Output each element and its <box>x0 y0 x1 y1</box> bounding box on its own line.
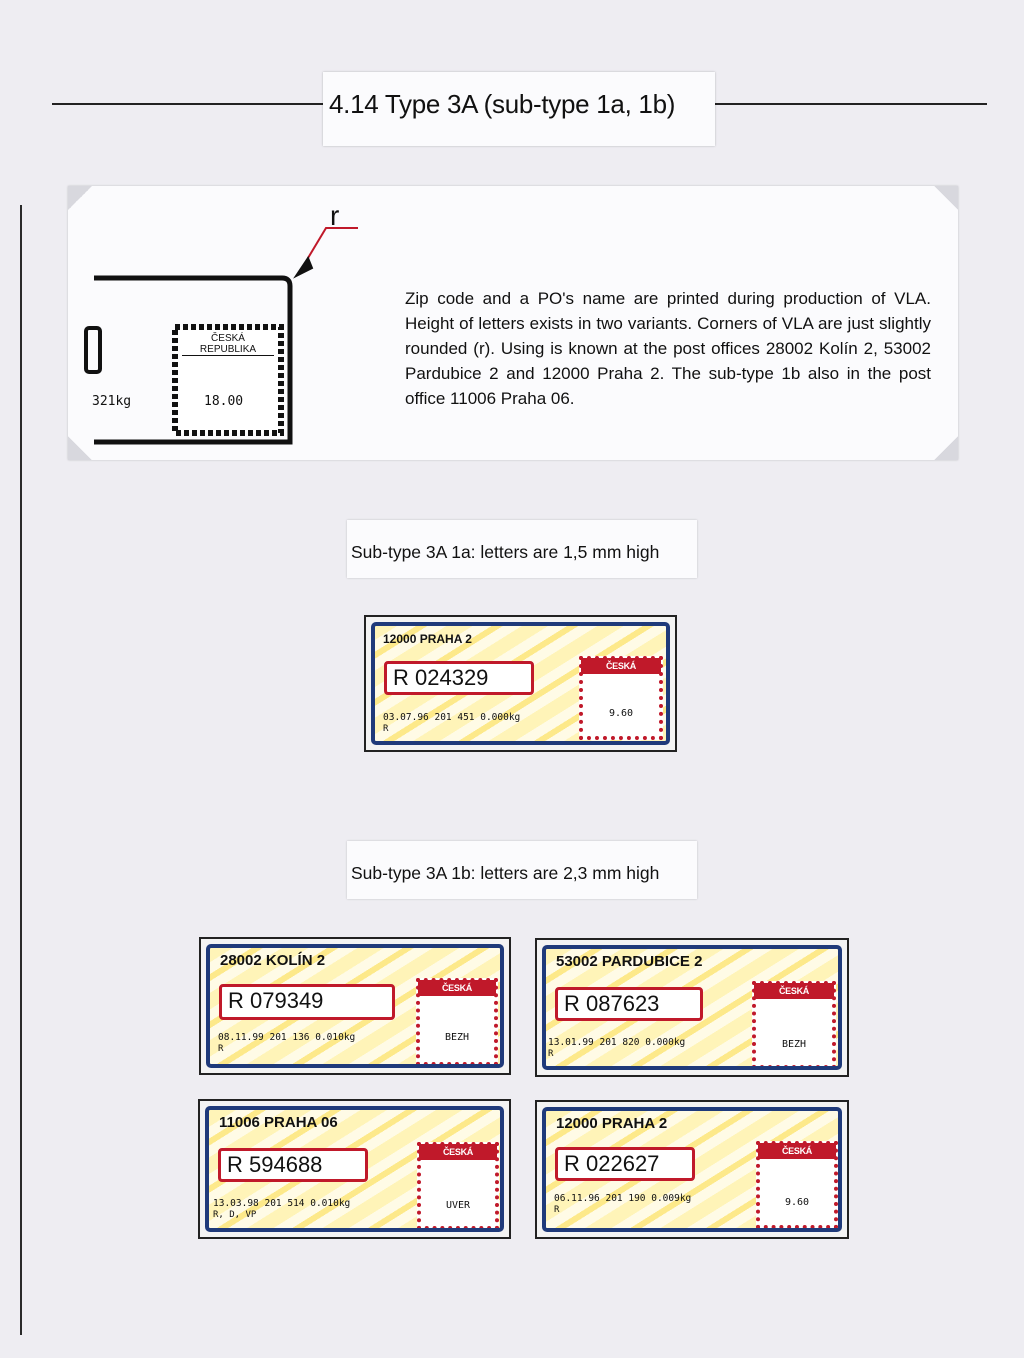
post-office: 12000 PRAHA 2 <box>556 1115 668 1132</box>
stamp-header: ČESKÁ REPUBLIKA <box>419 1144 497 1173</box>
label-outline <box>94 275 293 445</box>
description-card: r ČESKÁ REPUBLIKA 321kg 18.00 Zip code a… <box>68 186 958 460</box>
description-text: Zip code and a PO's name are printed dur… <box>405 289 931 408</box>
label-frame: 28002 KOLÍN 2 R 079349 08.11.99 201 136 … <box>199 937 511 1075</box>
stamp-value: BEZH <box>444 1032 470 1043</box>
print-suffix: R, D, VP <box>213 1210 257 1220</box>
label-frame: 12000 PRAHA 2 R 022627 06.11.96 201 190 … <box>535 1100 849 1239</box>
print-line: 08.11.99 201 136 0.010kg <box>218 1032 356 1043</box>
diagram-amount: 18.00 <box>204 394 244 409</box>
registration-number: R 087623 <box>555 987 703 1021</box>
stamp-value: UVER <box>445 1200 471 1211</box>
stamp-value: 9.60 <box>608 708 634 719</box>
header-rule-left <box>52 103 324 105</box>
print-line: 13.03.98 201 514 0.010kg <box>213 1198 351 1209</box>
vending-label: 12000 PRAHA 2 R 024329 03.07.96 201 451 … <box>371 622 670 745</box>
vending-label: 53002 PARDUBICE 2 R 087623 13.01.99 201 … <box>542 945 842 1070</box>
label-frame: 11006 PRAHA 06 R 594688 13.03.98 201 514… <box>198 1099 511 1239</box>
pointer-line <box>307 227 358 259</box>
caption-1b: Sub-type 3A 1b: letters are 2,3 mm high <box>351 863 660 883</box>
stamp-header: ČESKÁ REPUBLIKA <box>758 1143 836 1172</box>
registration-number: R 594688 <box>218 1148 368 1182</box>
photo-corner <box>934 436 958 460</box>
stamp-header: ČESKÁ REPUBLIKA <box>754 983 834 1012</box>
stamp-value: 9.60 <box>784 1197 810 1208</box>
stamp-field: ČESKÁ REPUBLIKA BEZH <box>752 981 836 1066</box>
label-frame: 12000 PRAHA 2 R 024329 03.07.96 201 451 … <box>364 615 677 752</box>
header-rule-right <box>715 103 987 105</box>
stamp-value: BEZH <box>781 1039 807 1050</box>
print-line: 06.11.96 201 190 0.009kg <box>554 1193 692 1204</box>
diagram-weight: 321kg <box>92 394 132 409</box>
registration-number: R 024329 <box>384 661 534 695</box>
corner-diagram <box>84 227 358 445</box>
post-office: 53002 PARDUBICE 2 <box>556 953 703 970</box>
print-suffix: R <box>218 1044 224 1054</box>
stamp-field: ČESKÁ REPUBLIKA BEZH <box>416 978 498 1064</box>
stamp-header: ČESKÁ REPUBLIKA <box>581 658 661 687</box>
page-title: 4.14 Type 3A (sub-type 1a, 1b) <box>329 89 676 119</box>
stamp-header: ČESKÁ REPUBLIKA <box>418 980 496 1009</box>
stamp-field: ČESKÁ REPUBLIKA UVER <box>417 1142 499 1228</box>
stamp-field: ČESKÁ REPUBLIKA 9.60 <box>579 656 663 740</box>
number-box-edge <box>84 326 102 374</box>
photo-corner <box>934 186 958 210</box>
print-suffix: R <box>383 724 389 734</box>
diagram-stamp-header: ČESKÁ REPUBLIKA <box>182 333 274 356</box>
print-suffix: R <box>554 1205 560 1215</box>
print-line: 03.07.96 201 451 0.000kg <box>383 712 521 723</box>
label-frame: 53002 PARDUBICE 2 R 087623 13.01.99 201 … <box>535 938 849 1077</box>
vending-label: 11006 PRAHA 06 R 594688 13.03.98 201 514… <box>205 1106 504 1232</box>
stamp-field: ČESKÁ REPUBLIKA 9.60 <box>756 1141 838 1228</box>
post-office: 28002 KOLÍN 2 <box>220 952 326 969</box>
post-office: 12000 PRAHA 2 <box>383 632 472 646</box>
arrow-icon <box>293 255 314 279</box>
margin-line <box>20 205 22 1335</box>
print-suffix: R <box>548 1049 554 1059</box>
registration-number: R 022627 <box>555 1147 695 1181</box>
caption-card-1a: Sub-type 3A 1a: letters are 1,5 mm high <box>347 520 697 578</box>
post-office: 11006 PRAHA 06 <box>219 1114 338 1131</box>
vending-label: 28002 KOLÍN 2 R 079349 08.11.99 201 136 … <box>206 944 504 1068</box>
corner-marker: r <box>330 200 340 231</box>
print-line: 13.01.99 201 820 0.000kg <box>548 1037 686 1048</box>
title-card <box>323 72 715 146</box>
photo-corner <box>68 186 92 210</box>
caption-1a: Sub-type 3A 1a: letters are 1,5 mm high <box>351 542 660 562</box>
caption-card-1b: Sub-type 3A 1b: letters are 2,3 mm high <box>347 841 697 899</box>
registration-number: R 079349 <box>219 984 395 1020</box>
vending-label: 12000 PRAHA 2 R 022627 06.11.96 201 190 … <box>542 1107 842 1232</box>
